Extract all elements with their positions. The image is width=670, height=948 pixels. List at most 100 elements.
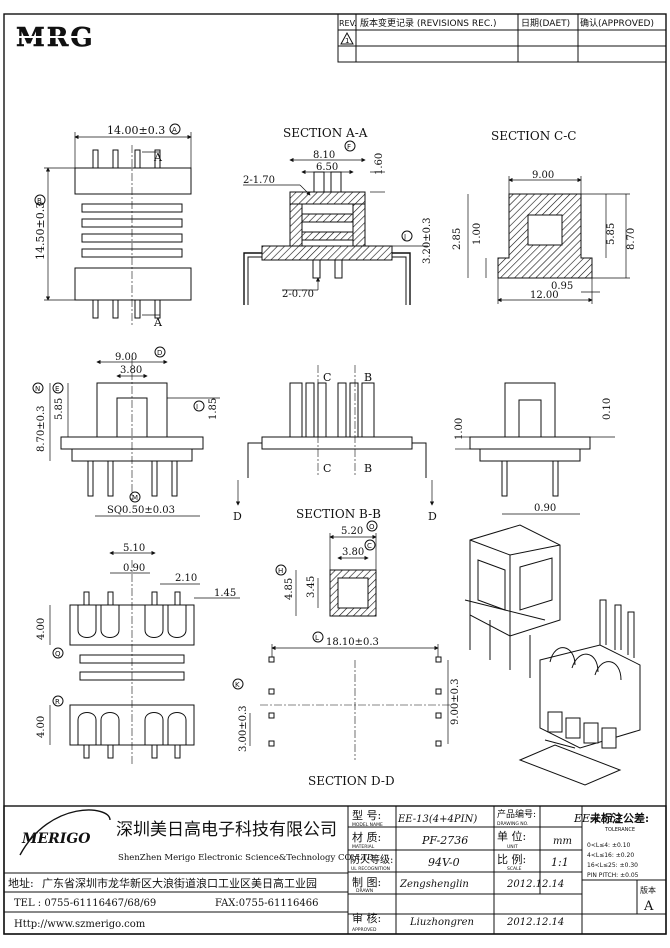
title-block: MERIGO 深圳美日高电子科技有限公司 ShenZhen Merigo Ele…: [3, 805, 667, 935]
version-label: 版本: [640, 885, 656, 895]
top-view: A A 14.00±0.3 A 14.50±0.3 B: [34, 123, 192, 329]
dim-cc-285: 2.85: [452, 228, 463, 250]
balloon-q: Q: [55, 650, 61, 658]
unit-label: 单 位:: [497, 829, 526, 843]
drawn-date: 2012.12.14: [506, 879, 564, 890]
rev-label: REV.: [339, 19, 357, 28]
tolerance-title: 未标注公差:: [589, 811, 649, 825]
scale-value: 1:1: [551, 856, 569, 869]
dim-bottom-510: 5.10: [123, 543, 145, 554]
dim-aa-650: 6.50: [316, 162, 338, 173]
dim-aa-320: 3.20±0.3: [422, 217, 433, 264]
balloon-m: M: [132, 494, 138, 502]
balloon-h: H: [278, 567, 283, 575]
drawn-value: Zengshenglin: [399, 879, 469, 890]
section-mark-c-bottom: C: [323, 462, 331, 475]
dim-front-870: 8.70±0.3: [36, 405, 47, 452]
balloon-i: I: [196, 403, 198, 411]
dim-aa-2070: 2-0.70: [282, 289, 314, 300]
tolerance-4: PIN PITCH: ±0.05: [587, 872, 639, 879]
dim-bottom-210: 2.10: [175, 573, 197, 584]
dim-dd-900: 9.00±0.3: [450, 678, 461, 725]
unit-value: mm: [553, 836, 572, 847]
dim-front-380: 3.80: [120, 365, 142, 376]
dim-cc-585: 5.85: [606, 223, 617, 245]
dim-bottom-145: 1.45: [214, 588, 236, 599]
tolerance-2: 4<L≤16: ±0.20: [587, 852, 634, 859]
revision-triangle-icon: [340, 31, 354, 45]
section-cc-view: SECTION C-C 9.00 2.85 1.00 5.85 8.70 0.9…: [452, 129, 637, 304]
company-cn: 深圳美日高电子科技有限公司: [116, 820, 337, 840]
scale-sub: SCALE: [507, 866, 522, 872]
balloon-o: O: [369, 523, 375, 531]
section-cc-title: SECTION C-C: [491, 129, 576, 143]
dim-front-185: 1.85: [208, 398, 219, 420]
balloon-a: A: [172, 126, 177, 134]
dim-cc-870: 8.70: [626, 228, 637, 250]
approved-value: Liuzhongren: [409, 917, 474, 928]
dim-bb-520: 5.20: [341, 526, 363, 537]
unit-sub: UNIT: [507, 844, 518, 850]
section-dd-view: L 18.10±0.3 K 3.00±0.3 9.00±0.3 SECTION …: [232, 631, 461, 788]
dim-cc-900: 9.00: [532, 170, 554, 181]
balloon-b: B: [37, 197, 42, 205]
dim-top-width: 14.00±0.3: [107, 124, 165, 137]
dim-aa-2170: 2-1.70: [243, 175, 275, 186]
brand-name: MERIGO: [21, 831, 91, 847]
mrg-logo: MRG: [14, 23, 124, 53]
dim-cc-095: 0.95: [551, 281, 573, 292]
section-mark-a-bottom: A: [153, 316, 163, 329]
section-bb-title: SECTION B-B: [296, 507, 381, 521]
approved-label: 审 核:: [352, 911, 381, 925]
material-label: 材 质:: [352, 830, 381, 844]
dim-aa-160: 1.60: [374, 153, 385, 175]
company-en: ShenZhen Merigo Electronic Science&Techn…: [118, 853, 374, 863]
isometric-view: [464, 524, 641, 786]
dim-bottom-090: 0.90: [123, 563, 145, 574]
website: Http://www.szmerigo.com: [14, 919, 146, 930]
dim-side-100: 1.00: [454, 418, 465, 440]
dim-front-sq: SQ0.50±0.03: [107, 505, 175, 516]
section-aa-view: SECTION A-A 8.10 F 6.50 1.60 2-1.70: [243, 126, 433, 305]
version-value: A: [643, 899, 654, 914]
section-aa-title: SECTION A-A: [283, 126, 368, 140]
drawing-no-value: EE-1312: [573, 812, 622, 825]
dim-bottom-400a: 4.00: [36, 618, 47, 640]
dim-dd-1810: 18.10±0.3: [326, 637, 379, 648]
balloon-c: C: [367, 542, 372, 550]
revision-triangle-number: 1: [345, 37, 349, 45]
dim-bb-345: 3.45: [306, 576, 317, 598]
section-mark-b-top: B: [364, 371, 372, 384]
balloon-j: J: [403, 233, 406, 241]
ul-sub: UL RECOGNITION: [351, 866, 390, 872]
dim-side-090: 0.90: [534, 503, 556, 514]
merigo-swoosh-icon: [19, 809, 111, 856]
revision-change-label: 版本变更记录 (REVISIONS REC.): [360, 17, 496, 29]
scale-label: 比 例:: [497, 852, 526, 866]
ul-value: 94V-0: [428, 856, 460, 869]
balloon-n: N: [35, 385, 40, 393]
model-sub: MODEL NAME: [352, 822, 383, 828]
model-label: 型 号:: [352, 808, 381, 822]
approved-sub: APPROVED: [352, 927, 377, 933]
ul-label: 防火等级:: [350, 853, 393, 866]
drawn-label: 制 图:: [352, 876, 381, 889]
balloon-r: R: [55, 698, 60, 706]
address-label: 地址:: [8, 876, 34, 890]
balloon-f: F: [347, 143, 351, 151]
balloon-e: E: [55, 385, 59, 393]
dim-front-900: 9.00: [115, 352, 137, 363]
section-mark-d-left: D: [233, 510, 242, 523]
pin-section-detail: 5.20 O 3.80 C 4.85 3.45 H: [275, 520, 378, 617]
dim-bb-485: 4.85: [284, 578, 295, 600]
drawn-sub: DRAWN: [356, 888, 373, 894]
drawing-no-label: 产品编号:: [497, 808, 536, 820]
material-value: PF-2736: [421, 834, 468, 847]
side-view: 1.00 0.10 0.90: [454, 382, 615, 515]
fax: FAX:0755-61116466: [215, 898, 319, 909]
dim-side-010: 0.10: [602, 398, 613, 420]
address: 广东省深圳市龙华新区大浪街道浪口工业区美日高工业园: [42, 876, 317, 890]
dim-aa-810: 8.10: [313, 150, 335, 161]
revision-date-label: 日期(DAET): [521, 18, 570, 29]
